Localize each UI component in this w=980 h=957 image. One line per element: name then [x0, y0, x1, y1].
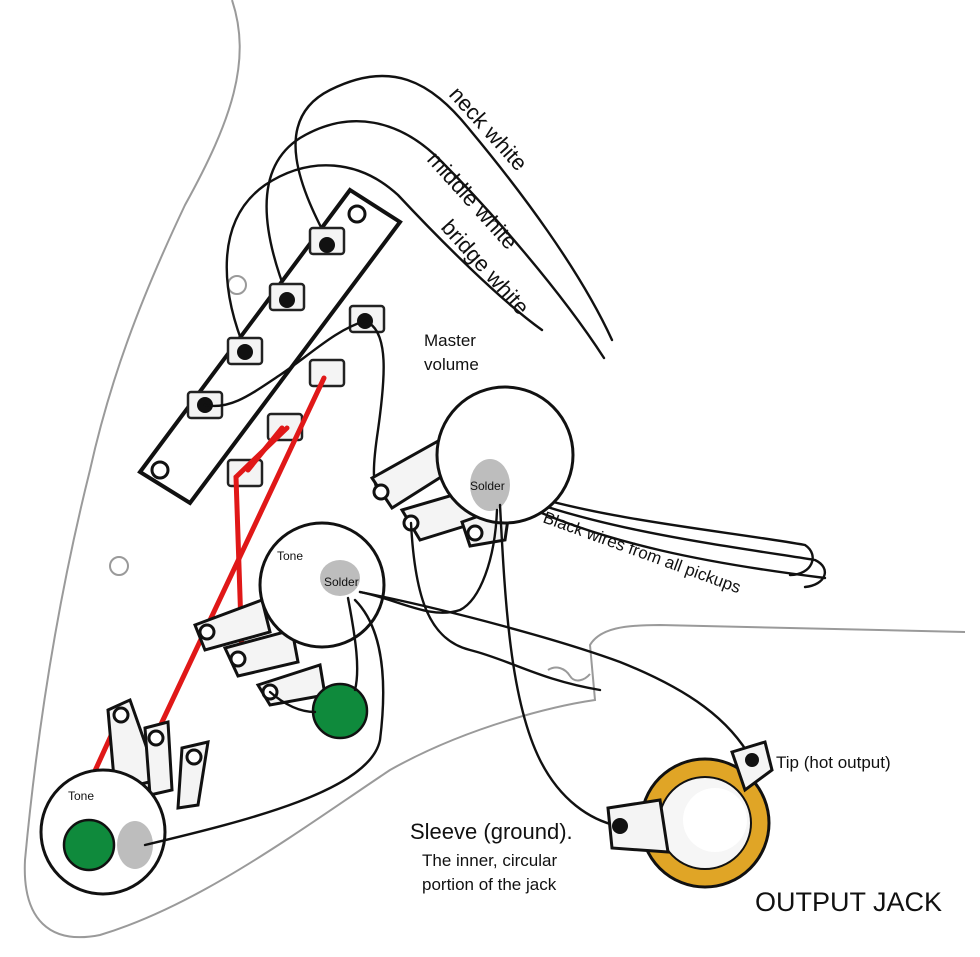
output-jack[interactable]	[606, 740, 774, 889]
switch-mount-hole-top	[347, 204, 367, 224]
label-black-wires: Black wires from all pickups	[541, 508, 744, 597]
switch-mount-hole-bottom	[150, 460, 170, 480]
label-tone-upper: Tone	[277, 549, 303, 563]
master-volume-pot[interactable]	[369, 385, 575, 548]
tone-lower-lug-c-hole	[185, 748, 203, 766]
volume-body	[435, 385, 575, 525]
black-wire-3	[503, 494, 827, 580]
label-sleeve-note-1: The inner, circular	[422, 851, 557, 870]
tone-lower-lug-b-hole	[147, 729, 165, 747]
cap-upper-lead-1	[268, 690, 317, 714]
volume-to-tone-ground	[358, 508, 499, 614]
tone-upper-lug-a	[193, 598, 272, 652]
volume-solder-spot	[470, 459, 510, 511]
screw-hole-lower	[109, 556, 129, 576]
volume-lug-a-hole	[372, 483, 390, 501]
bridge-white-wire	[225, 164, 544, 354]
switch-solder-bridge	[237, 344, 253, 360]
hot-volume-wiper	[409, 521, 602, 692]
switch-lug-6	[308, 358, 346, 388]
tone-upper-solder-spot	[320, 560, 360, 596]
black-wire-1	[503, 486, 814, 577]
label-master-volume-1: Master	[424, 331, 476, 350]
label-neck-white: neck white	[444, 82, 532, 176]
label-solder-volume: Solder	[470, 479, 505, 493]
tone-upper-lug-b-hole	[229, 650, 247, 668]
label-output-jack: OUTPUT JACK	[755, 887, 942, 917]
hot-to-jack-tip	[358, 590, 754, 762]
capacitor-lower	[62, 818, 116, 872]
capacitor-upper	[311, 682, 369, 740]
middle-white-wire	[265, 120, 606, 360]
ground-to-jack-sleeve	[498, 503, 620, 828]
jack-sleeve-lug	[612, 818, 628, 834]
cap-upper-lead-2	[346, 596, 359, 692]
neck-white-wire	[294, 74, 614, 342]
switch-lug-8	[226, 458, 264, 488]
pickguard-outline	[23, 0, 966, 939]
tone-pot-lower[interactable]	[39, 697, 210, 896]
jack-center-hole	[683, 788, 747, 852]
label-sleeve: Sleeve (ground).	[410, 819, 573, 844]
label-master-volume-2: volume	[424, 355, 479, 374]
switch-body	[137, 187, 403, 506]
label-tone-lower: Tone	[68, 789, 94, 803]
black-wire-2	[503, 490, 827, 589]
switch-solder-middle	[279, 292, 295, 308]
label-solder-tone-upper: Solder	[324, 575, 359, 589]
screw-hole-upper	[227, 275, 247, 295]
jack-sleeve-tab	[606, 798, 670, 854]
tone-lower-lug-a-hole	[112, 706, 130, 724]
switch-solder-neck	[319, 237, 335, 253]
tone-upper-lug-a-hole	[198, 623, 216, 641]
ground-upper-to-lower	[143, 598, 385, 847]
tone-pot-upper[interactable]	[193, 521, 386, 707]
label-sleeve-note-2: portion of the jack	[422, 875, 557, 894]
jack-tip-lug	[745, 753, 759, 767]
red-wire-jumper	[245, 425, 285, 473]
tone-lower-solder-spot	[117, 821, 153, 869]
label-tip: Tip (hot output)	[776, 753, 891, 772]
volume-lug-c-hole	[466, 524, 484, 542]
switch-to-volume-wire	[363, 319, 385, 495]
switch-jumper-wire	[203, 319, 367, 408]
jack-cutout-outline	[547, 666, 591, 682]
